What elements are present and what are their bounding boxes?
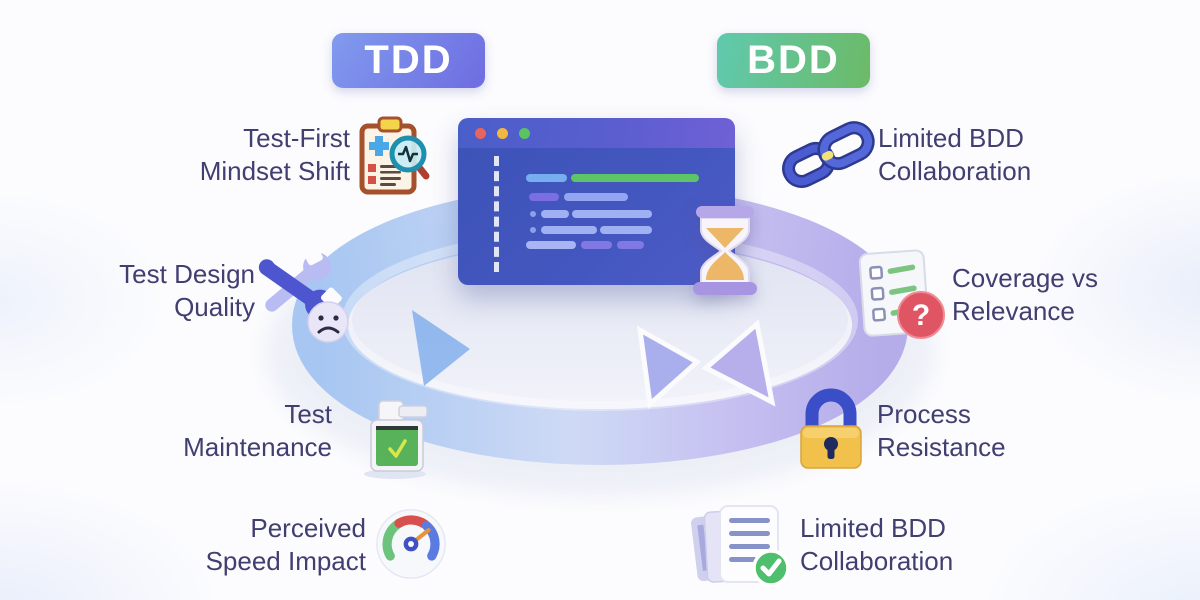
label-line: Speed Impact <box>205 546 366 576</box>
cycle-arrowhead-left <box>412 310 470 386</box>
clipboard-magnifier-icon <box>359 116 430 195</box>
label-line: Quality <box>174 292 255 322</box>
label-test-maintenance: Test Maintenance <box>183 398 332 464</box>
dashed-gutter-line <box>494 156 499 272</box>
chain-links-icon <box>782 121 875 188</box>
label-line: Perceived <box>250 513 366 543</box>
code-bullet <box>530 227 536 233</box>
code-line <box>617 241 644 249</box>
label-line: Resistance <box>877 432 1006 462</box>
label-limited-bdd-collaboration-top: Limited BDD Collaboration <box>878 122 1031 188</box>
test-machine-icon <box>364 400 428 479</box>
minimize-dot-icon <box>497 128 508 139</box>
close-dot-icon <box>475 128 486 139</box>
maximize-dot-icon <box>519 128 530 139</box>
cycle-arrowhead-center <box>636 325 702 410</box>
window-titlebar <box>458 118 735 148</box>
code-line <box>571 174 699 182</box>
svg-text:?: ? <box>912 299 930 332</box>
code-line <box>564 193 628 201</box>
label-test-first-mindset-shift: Test-First Mindset Shift <box>200 122 350 188</box>
label-line: Collaboration <box>878 156 1032 186</box>
code-line <box>572 210 652 218</box>
code-line <box>526 241 576 249</box>
label-limited-bdd-collaboration-bottom: Limited BDD Collaboration <box>800 512 953 578</box>
code-line <box>541 226 597 234</box>
tdd-badge: TDD <box>332 33 485 88</box>
documents-check-icon <box>691 505 790 587</box>
label-line: Limited BDD <box>800 513 946 543</box>
code-line <box>600 226 652 234</box>
code-bullet <box>530 211 536 217</box>
padlock-icon <box>800 388 862 469</box>
label-line: Test-First <box>243 123 350 153</box>
code-line <box>526 174 567 182</box>
label-line: Mindset Shift <box>199 156 350 186</box>
speed-gauge-icon <box>376 509 446 579</box>
code-line <box>541 210 569 218</box>
label-test-design-quality: Test Design Quality <box>119 258 255 324</box>
code-line <box>529 193 559 201</box>
label-line: Test <box>284 399 332 429</box>
cycle-arrowhead-right <box>701 319 776 407</box>
wrenches-sad-face-icon <box>258 246 349 343</box>
code-editor-window <box>458 118 735 285</box>
label-perceived-speed-impact: Perceived Speed Impact <box>206 512 366 578</box>
label-line: Collaboration <box>800 546 954 576</box>
label-coverage-vs-relevance: Coverage vs Relevance <box>952 262 1098 328</box>
label-line: Coverage vs <box>952 263 1098 293</box>
bdd-badge: BDD <box>717 33 870 88</box>
label-line: Limited BDD <box>878 123 1024 153</box>
code-editor-body <box>458 148 735 285</box>
hourglass-icon <box>693 206 757 295</box>
code-line <box>581 241 612 249</box>
label-line: Process <box>877 399 971 429</box>
label-process-resistance: Process Resistance <box>877 398 1006 464</box>
checklist-question-icon: ? <box>858 249 945 339</box>
label-line: Maintenance <box>183 432 332 462</box>
label-line: Test Design <box>119 259 255 289</box>
label-line: Relevance <box>952 296 1075 326</box>
